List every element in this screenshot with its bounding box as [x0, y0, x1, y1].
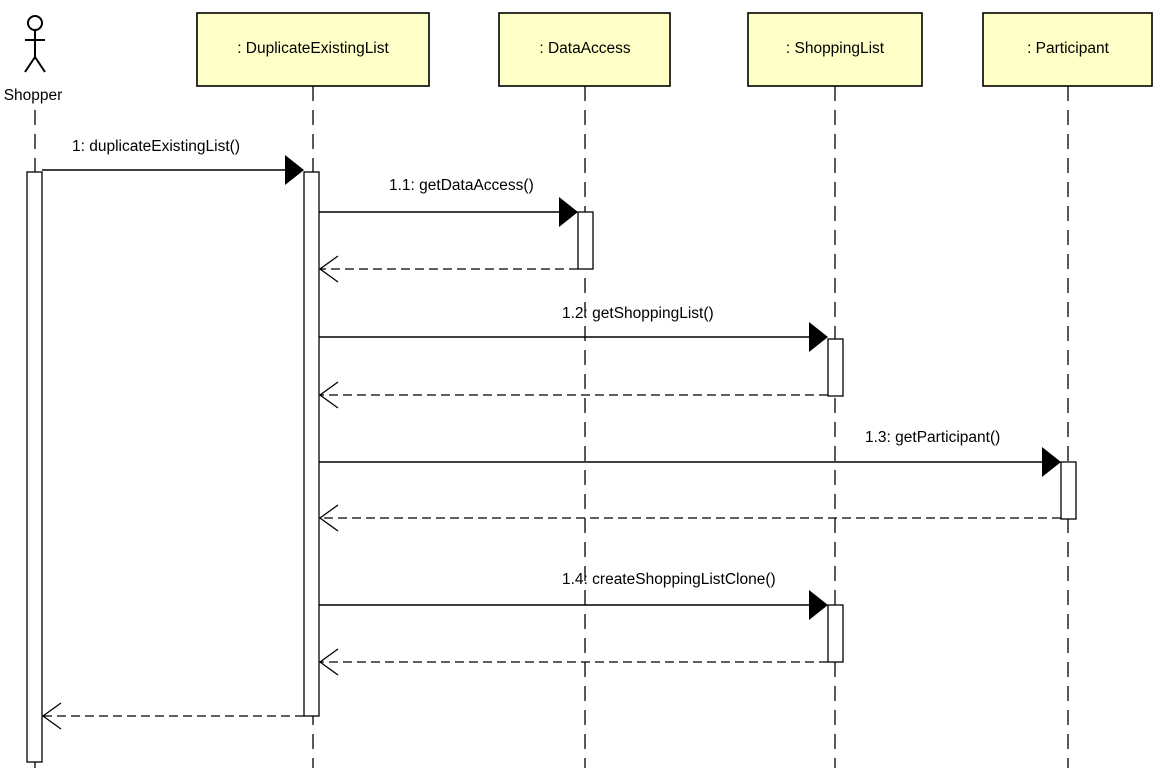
return-create-shopping-list-clone	[318, 648, 828, 676]
participant-duplicate-existing-list[interactable]: : DuplicateExistingList	[196, 12, 430, 87]
participant-label: : Participant	[1027, 40, 1110, 57]
return-get-shopping-list	[318, 381, 828, 409]
message-get-shopping-list[interactable]: 1.2: getShoppingList()	[319, 305, 828, 352]
stick-figure-icon	[24, 15, 46, 73]
open-arrowhead-icon	[318, 504, 339, 532]
participant-data-access[interactable]: : DataAccess	[498, 12, 671, 87]
message-get-participant[interactable]: 1.3: getParticipant()	[319, 429, 1061, 477]
participant-participant[interactable]: : Participant	[982, 12, 1153, 87]
return-duplicate-existing-list	[41, 702, 304, 730]
open-arrowhead-icon	[318, 381, 339, 409]
activation-duplicate-existing-list	[303, 171, 320, 717]
activation-data-access	[577, 211, 594, 270]
message-label: 1.4: createShoppingListClone()	[562, 571, 776, 588]
message-label: 1: duplicateExistingList()	[72, 138, 240, 155]
open-arrowhead-icon	[41, 702, 62, 730]
participant-shopping-list[interactable]: : ShoppingList	[747, 12, 923, 87]
message-create-shopping-list-clone[interactable]: 1.4: createShoppingListClone()	[319, 571, 828, 620]
open-arrowhead-icon	[318, 648, 339, 676]
return-get-data-access	[318, 255, 578, 283]
actor-label: Shopper	[4, 87, 63, 104]
participant-label: : DuplicateExistingList	[237, 40, 389, 57]
participant-label: : DataAccess	[539, 40, 631, 57]
activation-shopping-list-2	[827, 604, 844, 663]
participant-label: : ShoppingList	[786, 40, 885, 57]
filled-arrowhead-icon	[559, 197, 578, 227]
actor-shopper[interactable]: Shopper	[4, 15, 63, 104]
message-get-data-access[interactable]: 1.1: getDataAccess()	[319, 177, 578, 227]
filled-arrowhead-icon	[809, 590, 828, 620]
open-arrowhead-icon	[318, 255, 339, 283]
filled-arrowhead-icon	[285, 155, 304, 185]
activation-shopping-list-1	[827, 338, 844, 397]
activation-shopper	[26, 171, 43, 763]
message-label: 1.3: getParticipant()	[865, 429, 1000, 446]
filled-arrowhead-icon	[1042, 447, 1061, 477]
filled-arrowhead-icon	[809, 322, 828, 352]
message-label: 1.1: getDataAccess()	[389, 177, 534, 194]
activation-participant	[1060, 461, 1077, 520]
message-label: 1.2: getShoppingList()	[562, 305, 714, 322]
return-get-participant	[318, 504, 1061, 532]
message-duplicate-existing-list[interactable]: 1: duplicateExistingList()	[42, 138, 304, 185]
